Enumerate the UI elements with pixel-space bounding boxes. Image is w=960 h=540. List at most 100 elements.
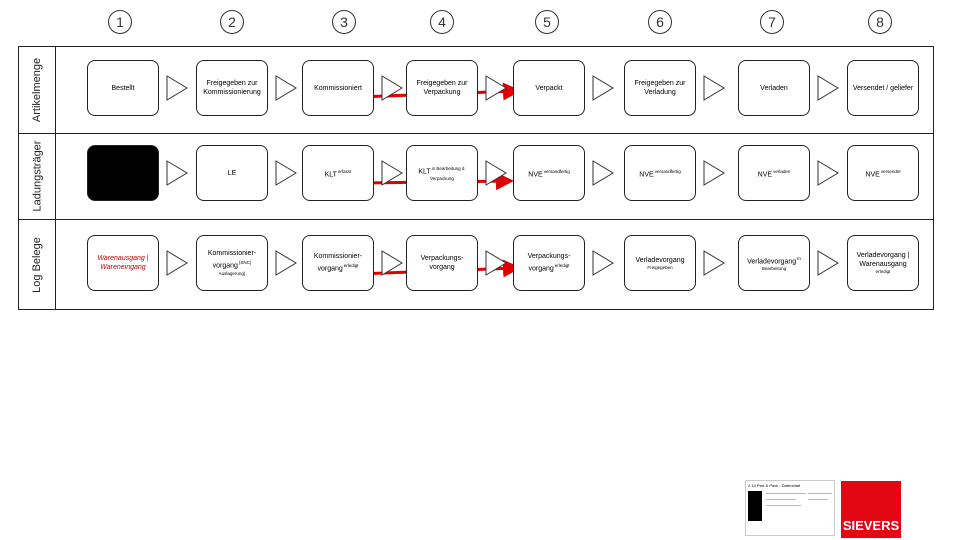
status-box-line: NVEverladen xyxy=(758,167,791,179)
step-number-5: 5 xyxy=(535,10,559,34)
status-box-line: VerladevorgangIn xyxy=(747,254,801,266)
flow-triangle-icon xyxy=(703,75,725,101)
step-number-6: 6 xyxy=(648,10,672,34)
status-box-text: Kommissionier-vorgang xyxy=(313,253,363,273)
flow-triangle-icon xyxy=(485,250,507,276)
flow-triangle-icon xyxy=(166,75,188,101)
status-box-superscript: erledigt xyxy=(343,263,359,269)
status-box-subtext: Verpackung xyxy=(430,176,454,182)
status-box: Freigegeben zur Verpackung xyxy=(406,60,478,116)
flow-triangle-icon xyxy=(703,250,725,276)
status-box: KLTin Bearbeitung d.Verpackung xyxy=(406,145,478,201)
status-box-subtext: Freigegeben xyxy=(647,264,673,270)
status-box-line: Warenausgang | Wareneingang xyxy=(90,254,156,272)
status-box: NVEversendet xyxy=(847,145,919,201)
status-box: Verladen xyxy=(738,60,810,116)
status-box-line: KLTerfasst xyxy=(325,167,352,179)
status-box-text: Verladevorgang xyxy=(747,258,797,266)
status-box: NVEversandfertig xyxy=(624,145,696,201)
status-box: Kommissionier-vorgangerledigt xyxy=(302,235,374,291)
status-box-line: Bestellt xyxy=(112,84,135,93)
status-box-text: Versendet / geliefer xyxy=(852,84,914,92)
status-box-superscript: in Bearbeitung d. xyxy=(431,165,466,171)
status-box-superscript: erledigt xyxy=(554,263,570,269)
status-box-line: Kommissionier-vorgang(SNC) xyxy=(199,249,265,270)
status-box-subtext: erledigt xyxy=(875,269,891,274)
status-box-line: NVEversandfertig xyxy=(528,167,569,179)
status-box-superscript: versandfertig xyxy=(543,168,570,174)
status-box: Verpackungs-vorgang xyxy=(406,235,478,291)
status-box-text: Freigegeben zur Verladung xyxy=(634,80,686,96)
status-box-line: Verladevorgang | Warenausgang xyxy=(850,251,916,269)
flow-triangle-icon xyxy=(275,75,297,101)
flow-triangle-icon xyxy=(592,250,614,276)
status-box-line: Verpackungs-vorgangerledigt xyxy=(516,252,582,273)
flow-triangle-icon xyxy=(703,160,725,186)
status-box-line: Freigegeben zur Kommissionierung xyxy=(199,79,265,97)
status-box-line: Kommissionier-vorgangerledigt xyxy=(305,252,371,273)
step-number-2: 2 xyxy=(220,10,244,34)
status-box-line: Freigegeben zur Verpackung xyxy=(409,79,475,97)
status-box-text: NVE xyxy=(865,171,880,179)
status-box-text: Verladevorgang xyxy=(635,256,685,264)
status-box-line: Verpackt xyxy=(535,84,562,93)
status-box-superscript: versendet xyxy=(880,168,901,174)
status-box-text: Bestellt xyxy=(111,84,135,92)
status-box-text: Kommissionier-vorgang xyxy=(207,250,257,270)
status-box: NVEverladen xyxy=(738,145,810,201)
flow-triangle-icon xyxy=(381,75,403,101)
status-box-text: Verladen xyxy=(760,84,788,92)
status-box-text: Freigegeben zur Kommissionierung xyxy=(203,80,261,96)
status-box: Kommissioniert xyxy=(302,60,374,116)
label-column-divider xyxy=(55,47,56,309)
status-box: Freigegeben zur Verladung xyxy=(624,60,696,116)
step-number-8: 8 xyxy=(868,10,892,34)
thumbnail-line xyxy=(766,505,801,506)
flow-triangle-icon xyxy=(381,250,403,276)
status-box-text: Verpackt xyxy=(535,84,563,92)
thumbnail-line xyxy=(808,493,832,494)
thumbnail-black-block xyxy=(748,491,762,521)
status-box-superscript: (SNC) xyxy=(238,260,252,266)
status-box-line: KLTin Bearbeitung d. xyxy=(418,164,465,176)
status-box-text: Verpackungs-vorgang xyxy=(420,255,464,271)
status-box xyxy=(87,145,159,201)
status-box-subtext: Auslagerung) xyxy=(218,270,246,276)
status-box-text: KLT xyxy=(418,168,431,176)
step-number-3: 3 xyxy=(332,10,356,34)
status-box-superscript: versandfertig xyxy=(654,168,681,174)
status-box: Kommissionier-vorgang(SNC)Auslagerung) xyxy=(196,235,268,291)
status-box-line: Kommissioniert xyxy=(314,84,362,93)
status-box-line: NVEversendet xyxy=(865,167,900,179)
flow-triangle-icon xyxy=(817,250,839,276)
status-box: Versendet / geliefer xyxy=(847,60,919,116)
status-box-text: NVE xyxy=(528,171,543,179)
status-box-text: Warenausgang | Wareneingang xyxy=(97,255,149,271)
status-box-line: Verladen xyxy=(760,84,788,93)
flow-triangle-icon xyxy=(592,75,614,101)
flow-triangle-icon xyxy=(485,160,507,186)
status-box-text: Verpackungs-vorgang xyxy=(527,253,571,273)
status-box-line: Versendet / geliefer xyxy=(853,84,913,93)
status-box-text: Freigegeben zur Verpackung xyxy=(416,80,468,96)
status-box-text: NVE xyxy=(639,171,654,179)
status-box: NVEversandfertig xyxy=(513,145,585,201)
flow-triangle-icon xyxy=(381,160,403,186)
status-box-text: KLT xyxy=(324,171,337,179)
row-divider xyxy=(19,133,933,134)
thumbnail-line xyxy=(766,499,796,500)
status-box-line: LE xyxy=(228,169,237,178)
step-number-1: 1 xyxy=(108,10,132,34)
sievers-logo: SIEVERS xyxy=(841,481,901,538)
status-box: LE xyxy=(196,145,268,201)
step-number-4: 4 xyxy=(430,10,454,34)
status-box-text: Kommissioniert xyxy=(314,84,362,92)
status-box: KLTerfasst xyxy=(302,145,374,201)
flow-triangle-icon xyxy=(166,160,188,186)
flow-triangle-icon xyxy=(275,250,297,276)
status-box: Freigegeben zur Kommissionierung xyxy=(196,60,268,116)
status-box-line: Verpackungs-vorgang xyxy=(409,254,475,272)
flow-triangle-icon xyxy=(485,75,507,101)
status-box: Warenausgang | Wareneingang xyxy=(87,235,159,291)
